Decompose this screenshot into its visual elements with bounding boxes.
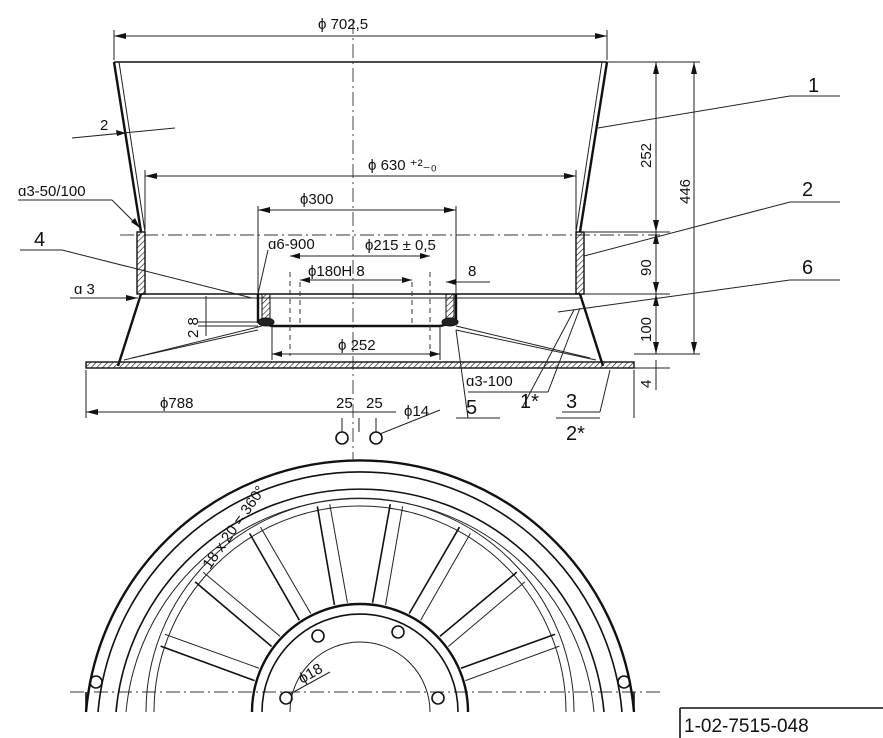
dim-pitch-a: 25 xyxy=(336,395,353,412)
weld-6-900: ɑ6-900 xyxy=(268,236,315,253)
lower-cone-left xyxy=(116,293,143,367)
vane-edge xyxy=(460,633,556,669)
part-6-label: 6 xyxy=(802,257,813,279)
hub-hole-2 xyxy=(391,625,405,639)
flange-hole-top-left xyxy=(335,431,349,445)
part-1x-label: 1* xyxy=(520,391,539,413)
dim-pitch-b: 25 xyxy=(366,395,383,412)
vane-edge xyxy=(202,571,281,637)
dim-thickness: 2 xyxy=(100,117,108,134)
flange-hole-left xyxy=(89,675,103,689)
outer-flange-arc xyxy=(84,459,636,713)
base-flange xyxy=(85,361,635,369)
hub-hole-3 xyxy=(279,691,293,705)
part-5-label: 5 xyxy=(466,397,477,419)
dim-d180: ϕ180H 8 xyxy=(308,263,365,280)
dim-d702: ϕ 702,5 xyxy=(318,16,368,33)
dim-d630: ϕ 630 ⁺²₋₀ xyxy=(368,157,437,174)
vane-edge xyxy=(371,504,392,603)
drawing-number: 1-02-7515-048 xyxy=(684,716,809,737)
dim-w8: 8 xyxy=(468,263,476,280)
dim-h446: 446 xyxy=(677,179,694,204)
band-right xyxy=(575,231,585,295)
vane-edge xyxy=(420,533,471,621)
vane-edge xyxy=(316,506,336,606)
weld-3: ɑ 3 xyxy=(74,281,95,298)
vane-edge xyxy=(260,526,312,614)
hub-ring xyxy=(256,294,458,328)
flange-hole-right xyxy=(617,675,631,689)
dim-hole-14: ϕ14 xyxy=(404,403,429,420)
dim-h100: 100 xyxy=(638,317,655,342)
vane-edge xyxy=(408,526,461,615)
part-1-label: 1 xyxy=(808,75,819,97)
title-block: 1-02-7515-048 xyxy=(679,707,883,738)
dim-h90: 90 xyxy=(638,259,655,276)
vane-edge xyxy=(160,645,255,682)
lower-cone-right xyxy=(578,293,605,367)
vane-edge xyxy=(465,645,560,682)
vane-edge xyxy=(194,581,273,648)
dim-spacing: 18 x 20 = 360° xyxy=(199,483,269,572)
vane-edge xyxy=(164,633,260,669)
part-2x-label: 2* xyxy=(566,423,585,445)
vane-edge xyxy=(439,571,518,637)
vane-group xyxy=(160,504,560,682)
dim-hole-18: ϕ18 xyxy=(296,660,326,687)
dim-d788: ϕ788 xyxy=(160,395,193,412)
part-3-label: 3 xyxy=(566,391,577,413)
part-4-label: 4 xyxy=(34,229,45,251)
vane-edge xyxy=(385,506,404,606)
dim-h252: 252 xyxy=(638,143,655,168)
cone-right-wall xyxy=(578,61,609,233)
cone-left-wall xyxy=(112,61,143,233)
hub-hole-4 xyxy=(431,691,445,705)
weld-3-100: ɑ3-100 xyxy=(466,373,513,390)
vane-edge xyxy=(248,532,301,621)
vane-edge xyxy=(329,504,348,603)
dim-d300: ϕ300 xyxy=(300,191,333,208)
part-2-label: 2 xyxy=(802,179,813,201)
hub-outer-arc xyxy=(250,602,470,713)
section-view: ϕ 702,5 2 ϕ 630 ⁺²₋₀ ϕ300 ϕ215 ± 0,5 ϕ18… xyxy=(18,16,840,460)
hub-hole-1 xyxy=(311,629,325,643)
dim-d252: ϕ 252 xyxy=(338,337,376,354)
weld-50-100: ɑ3-50/100 xyxy=(18,183,86,200)
band-left xyxy=(136,231,146,295)
dim-h4: 4 xyxy=(638,380,655,388)
vane-edge xyxy=(448,581,526,647)
dim-h28: 2 8 xyxy=(185,317,202,338)
dim-d215: ϕ215 ± 0,5 xyxy=(365,237,436,254)
